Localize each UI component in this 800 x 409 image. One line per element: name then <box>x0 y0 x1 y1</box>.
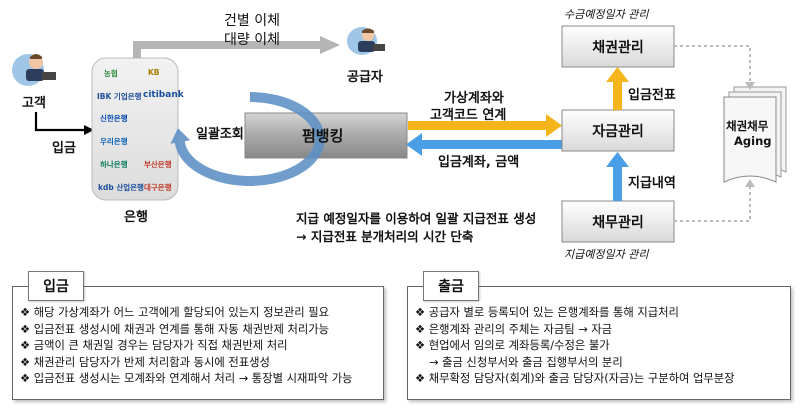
virtual-account-line2: 고객코드 연계 <box>430 108 507 123</box>
payable-box <box>561 200 675 243</box>
transfer-arrow <box>133 41 322 58</box>
payable-caption: 지급예정일자 관리 <box>564 248 649 261</box>
deposit-info-label: 입금계좌, 금액 <box>438 155 520 170</box>
note-line1: 지급 예정일자를 이용하여 일괄 지급전표 생성 <box>296 211 537 226</box>
virtual-account-arrow <box>408 121 548 130</box>
withdrawal-panel-item: → 출금 신청부서와 출금 집행부서의 분리 <box>429 355 623 369</box>
withdrawal-panel <box>407 286 791 400</box>
bank-logo-nh: 농협 <box>104 69 118 78</box>
supplier-person-icon <box>347 27 385 55</box>
bank-logo-kdb: kdb 산업은행 <box>98 183 144 192</box>
bulk-inquiry-label: 일괄조회 <box>196 127 244 142</box>
bank-logo-woori: 우리은행 <box>100 137 128 146</box>
deposit-panel-item: ❖ 입금전표 생성시에 채권과 연계를 통해 자동 채권반제 처리가능 <box>20 322 330 336</box>
receivable-aging-dotted <box>674 45 751 87</box>
bank-logo-busan: 부산은행 <box>144 160 172 169</box>
virtual-account-line1: 가상계좌와 <box>444 91 504 106</box>
fund-box <box>561 109 675 152</box>
deposit-panel-item: ❖ 입금전표 생성시는 모계좌와 연계해서 처리 → 통장별 시재파악 가능 <box>20 372 353 385</box>
customer-deposit-label: 입금 <box>52 141 76 156</box>
withdrawal-panel-title: 출금 <box>423 271 479 301</box>
deposit-slip-label: 입금전표 <box>628 88 676 103</box>
transfer-line2: 대량 이체 <box>224 32 280 48</box>
deposit-panel-title: 입금 <box>28 271 84 301</box>
bank-logo-ibk: IBK 기업은행 <box>97 92 142 101</box>
bank-logo-citibank: citibank <box>143 90 184 100</box>
bulk-inquiry-cycle-icon <box>170 92 325 186</box>
receivable-box-label: 채권관리 <box>592 39 644 56</box>
deposit-panel-item: ❖ 채권관리 담당자가 반제 처리함과 동시에 전표생성 <box>20 355 270 369</box>
aging-line2: Aging <box>734 134 772 148</box>
deposit-slip-arrow <box>613 80 622 110</box>
aging-document-icon <box>723 86 787 183</box>
deposit-panel-item: ❖ 해당 가상계좌가 어느 고객에게 할당되어 있는지 정보관리 필요 <box>20 306 330 319</box>
withdrawal-panel-list: ❖ 공급자 별로 등록되어 있는 은행계좌를 통해 지급처리 ❖ 은행계좌 관리… <box>415 305 735 388</box>
deposit-panel-item: ❖ 금액이 큰 채권일 경우는 담당자가 직접 채권반제 처리 <box>20 339 288 352</box>
payment-detail-label: 지급내역 <box>628 176 676 191</box>
firmbanking-label: 펌뱅킹 <box>302 127 344 145</box>
aging-line1: 채권채무 <box>726 119 769 133</box>
bank-logo-daegu: 대구은행 <box>144 183 172 192</box>
payment-detail-arrow <box>613 166 622 201</box>
customer-label: 고객 <box>22 96 46 111</box>
deposit-info-arrow <box>420 140 562 149</box>
receivable-caption: 수금예정일자 관리 <box>564 8 649 21</box>
deposit-panel-list: ❖ 해당 가상계좌가 어느 고객에게 할당되어 있는지 정보관리 필요 ❖ 입금… <box>20 305 353 388</box>
withdrawal-panel-item: ❖ 현업에서 임의로 계좌등록/수정은 불가 <box>415 339 610 352</box>
withdrawal-panel-item: ❖ 채무확정 담당자(회계)와 출금 담당자(자금)는 구분하여 업무분장 <box>415 372 735 385</box>
fund-box-label: 자금관리 <box>592 123 644 140</box>
deposit-panel <box>12 286 384 400</box>
bank-logo-shinhan: 신한은행 <box>100 114 128 123</box>
bank-panel <box>91 57 179 201</box>
bank-logo-kb: KB <box>148 68 160 77</box>
note-line2: → 지급전표 분개처리의 시간 단축 <box>296 229 474 244</box>
withdrawal-panel-item: ❖ 은행계좌 관리의 주체는 자금팀 → 자금 <box>415 322 613 336</box>
customer-deposit-arrow <box>34 112 84 132</box>
bank-label: 은행 <box>124 210 148 225</box>
payable-aging-dotted <box>674 182 751 222</box>
bank-logo-hana: 하나은행 <box>100 160 128 169</box>
supplier-label: 공급자 <box>347 70 383 85</box>
withdrawal-panel-item: ❖ 공급자 별로 등록되어 있는 은행계좌를 통해 지급처리 <box>415 306 679 319</box>
transfer-line1: 건별 이체 <box>224 13 280 29</box>
customer-person-icon <box>12 54 56 86</box>
firmbanking-box <box>244 112 408 159</box>
payable-box-label: 채무관리 <box>592 214 644 231</box>
